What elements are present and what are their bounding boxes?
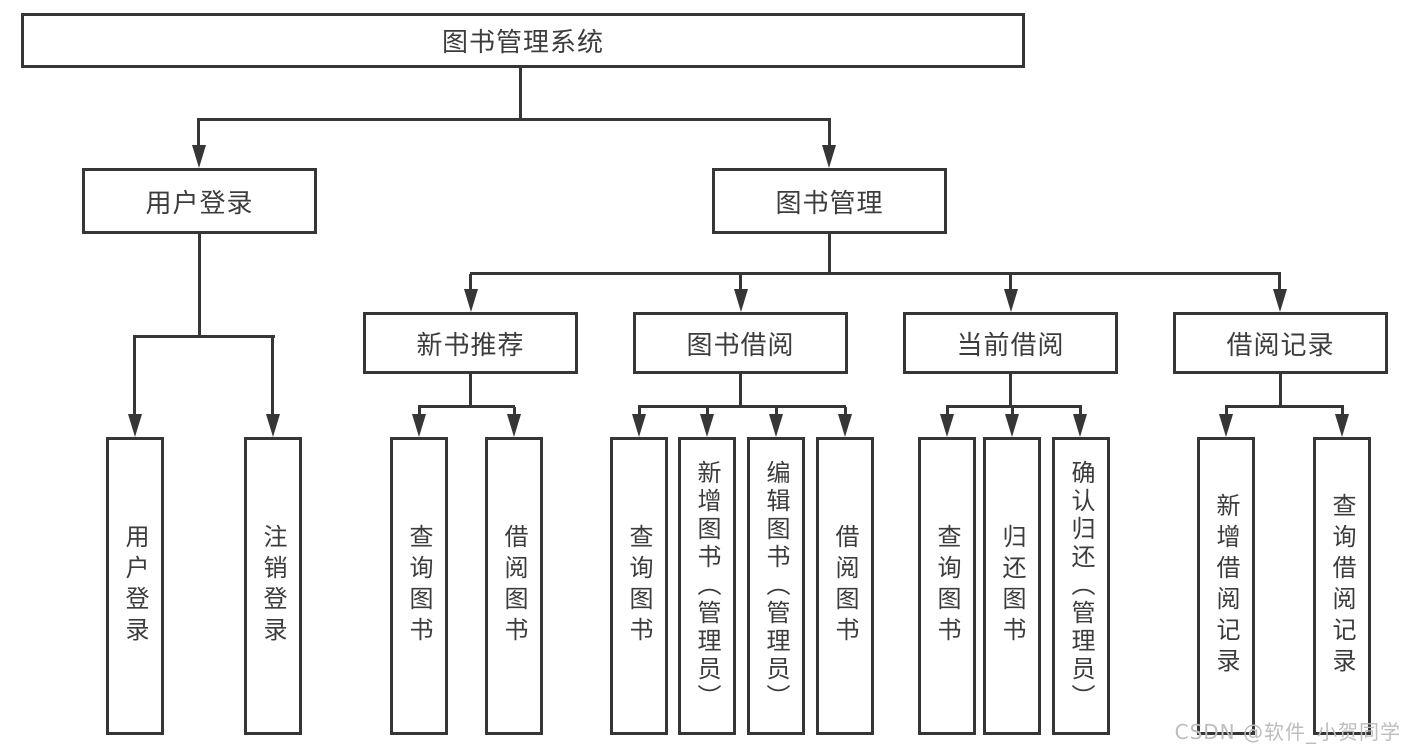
connector-leaf <box>513 407 516 416</box>
connector-to-borrow-records <box>1278 274 1281 291</box>
node-bb-borrow-book-label: 借阅图书 <box>831 524 859 648</box>
node-current-borrow-label: 当前借阅 <box>956 330 1065 361</box>
arrow-down-icon <box>838 414 852 437</box>
connector-to-new-book-rec <box>469 274 472 291</box>
node-bb-query-book: 查询图书 <box>610 437 668 735</box>
arrow-down-icon <box>734 289 748 312</box>
arrow-down-icon <box>1005 414 1019 437</box>
connector-leaf <box>946 407 949 416</box>
node-book-borrow-label: 图书借阅 <box>686 330 795 361</box>
connector-new-book-rec-stem <box>469 374 472 407</box>
node-bb-add-book: 新增图书（管理员） <box>678 437 736 735</box>
arrow-down-icon <box>1073 414 1087 437</box>
connector-current-borrow-stem <box>1009 374 1012 407</box>
node-nb-borrow-book: 借阅图书 <box>485 437 543 735</box>
connector-leaf <box>638 407 641 416</box>
connector-new-book-rec-split <box>418 405 515 408</box>
csdn-watermark: CSDN @软件_小贺同学 <box>1174 720 1401 744</box>
arrow-down-icon <box>507 414 521 437</box>
node-current-borrow: 当前借阅 <box>903 312 1118 374</box>
node-cb-confirm-return-label: 确认归还（管理员） <box>1067 460 1095 712</box>
arrow-down-icon <box>1004 289 1018 312</box>
connector-leaf <box>418 407 421 416</box>
connector-root-stem <box>519 68 522 121</box>
connector-root-split <box>197 118 831 121</box>
node-book-borrow: 图书借阅 <box>633 312 848 374</box>
node-book-mgmt-label: 图书管理 <box>775 188 884 219</box>
arrow-down-icon <box>128 414 142 437</box>
connector-book-mgmt-split <box>470 272 1281 275</box>
node-br-query-record: 查询借阅记录 <box>1313 437 1371 735</box>
arrow-down-icon <box>940 414 954 437</box>
arrow-down-icon <box>632 414 646 437</box>
arrow-down-icon <box>1219 414 1233 437</box>
arrow-down-icon <box>266 414 280 437</box>
connector-to-book-borrow <box>739 274 742 291</box>
connector-leaf <box>844 407 847 416</box>
node-book-mgmt: 图书管理 <box>712 168 947 234</box>
arrow-down-icon <box>700 414 714 437</box>
node-new-book-rec: 新书推荐 <box>363 312 578 374</box>
connector-to-book-mgmt <box>828 120 831 148</box>
arrow-down-icon <box>769 414 783 437</box>
connector-leaf <box>1079 407 1082 416</box>
node-br-add-record-label: 新增借阅记录 <box>1212 493 1240 679</box>
node-bb-edit-book: 编辑图书（管理员） <box>747 437 805 735</box>
node-br-add-record: 新增借阅记录 <box>1197 437 1255 735</box>
node-borrow-records: 借阅记录 <box>1173 312 1388 374</box>
arrow-down-icon <box>1273 289 1287 312</box>
arrow-down-icon <box>192 145 206 168</box>
node-cb-return-book: 归还图书 <box>983 437 1041 735</box>
node-cb-confirm-return: 确认归还（管理员） <box>1052 437 1110 735</box>
connector-book-borrow-split <box>638 405 846 408</box>
node-user-login-label: 用户登录 <box>145 188 254 219</box>
connector-borrow-records-split <box>1225 405 1344 408</box>
connector-to-user-login <box>197 120 200 148</box>
node-root: 图书管理系统 <box>21 13 1025 68</box>
node-borrow-records-label: 借阅记录 <box>1226 330 1335 361</box>
arrow-down-icon <box>464 289 478 312</box>
node-bb-edit-book-label: 编辑图书（管理员） <box>762 460 790 712</box>
connector-user-login-stem <box>198 234 201 337</box>
arrow-down-icon <box>822 145 836 168</box>
connector-borrow-records-stem <box>1279 374 1282 407</box>
connector-to-ul-logout <box>271 337 274 416</box>
node-bb-borrow-book: 借阅图书 <box>816 437 874 735</box>
node-ul-user-login: 用户登录 <box>106 437 164 735</box>
node-ul-user-login-label: 用户登录 <box>121 524 149 648</box>
node-bb-query-book-label: 查询图书 <box>625 524 653 648</box>
node-ul-logout-label: 注销登录 <box>259 524 287 648</box>
node-cb-return-book-label: 归还图书 <box>998 524 1026 648</box>
connector-user-login-split <box>133 335 275 338</box>
connector-leaf <box>1225 407 1228 416</box>
arrow-down-icon <box>412 414 426 437</box>
node-nb-query-book: 查询图书 <box>390 437 448 735</box>
node-cb-query-book-label: 查询图书 <box>933 524 961 648</box>
node-bb-add-book-label: 新增图书（管理员） <box>693 460 721 712</box>
arrow-down-icon <box>1335 414 1349 437</box>
node-nb-borrow-book-label: 借阅图书 <box>500 524 528 648</box>
connector-current-borrow-split <box>946 405 1082 408</box>
node-br-query-record-label: 查询借阅记录 <box>1328 493 1356 679</box>
node-new-book-rec-label: 新书推荐 <box>416 330 525 361</box>
connector-book-borrow-stem <box>739 374 742 407</box>
connector-to-current-borrow <box>1009 274 1012 291</box>
node-cb-query-book: 查询图书 <box>918 437 976 735</box>
connector-leaf <box>775 407 778 416</box>
connector-leaf <box>1341 407 1344 416</box>
node-root-label: 图书管理系统 <box>441 28 604 58</box>
connector-book-mgmt-stem <box>828 234 831 274</box>
node-ul-logout: 注销登录 <box>244 437 302 735</box>
connector-leaf <box>1011 407 1014 416</box>
connector-to-ul-user-login <box>133 337 136 416</box>
node-nb-query-book-label: 查询图书 <box>405 524 433 648</box>
connector-leaf <box>706 407 709 416</box>
node-user-login: 用户登录 <box>82 168 317 234</box>
